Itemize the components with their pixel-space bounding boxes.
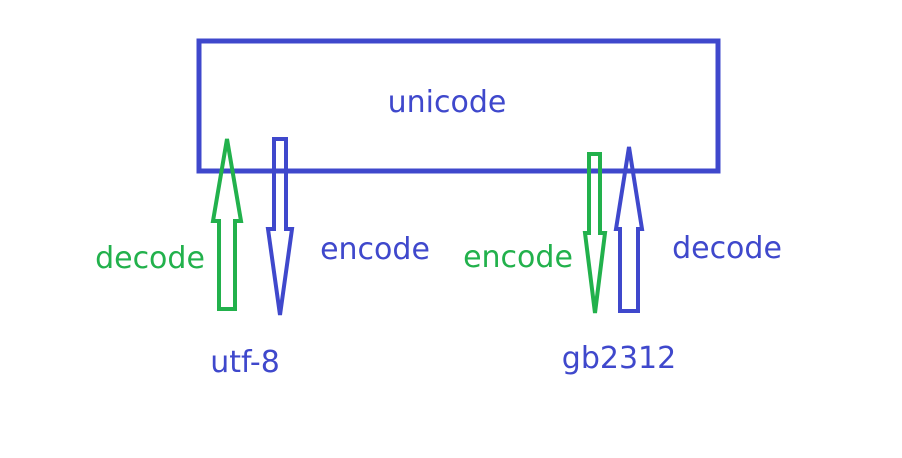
unicode-box — [196, 38, 721, 174]
utf8-encode-down-arrow-icon — [265, 137, 295, 316]
gb2312-decode-up-arrow-icon — [613, 146, 645, 313]
gb2312-label: gb2312 — [562, 341, 676, 376]
gb2312-encode-down-arrow-icon — [582, 152, 608, 314]
gb2312-decode-label: decode — [672, 231, 782, 266]
gb2312-encode-label: encode — [463, 240, 573, 275]
unicode-label: unicode — [388, 85, 507, 120]
utf8-decode-label: decode — [95, 241, 205, 276]
utf8-encode-label: encode — [320, 232, 430, 267]
utf8-label: utf-8 — [210, 345, 280, 380]
utf8-decode-up-arrow-icon — [210, 138, 244, 311]
